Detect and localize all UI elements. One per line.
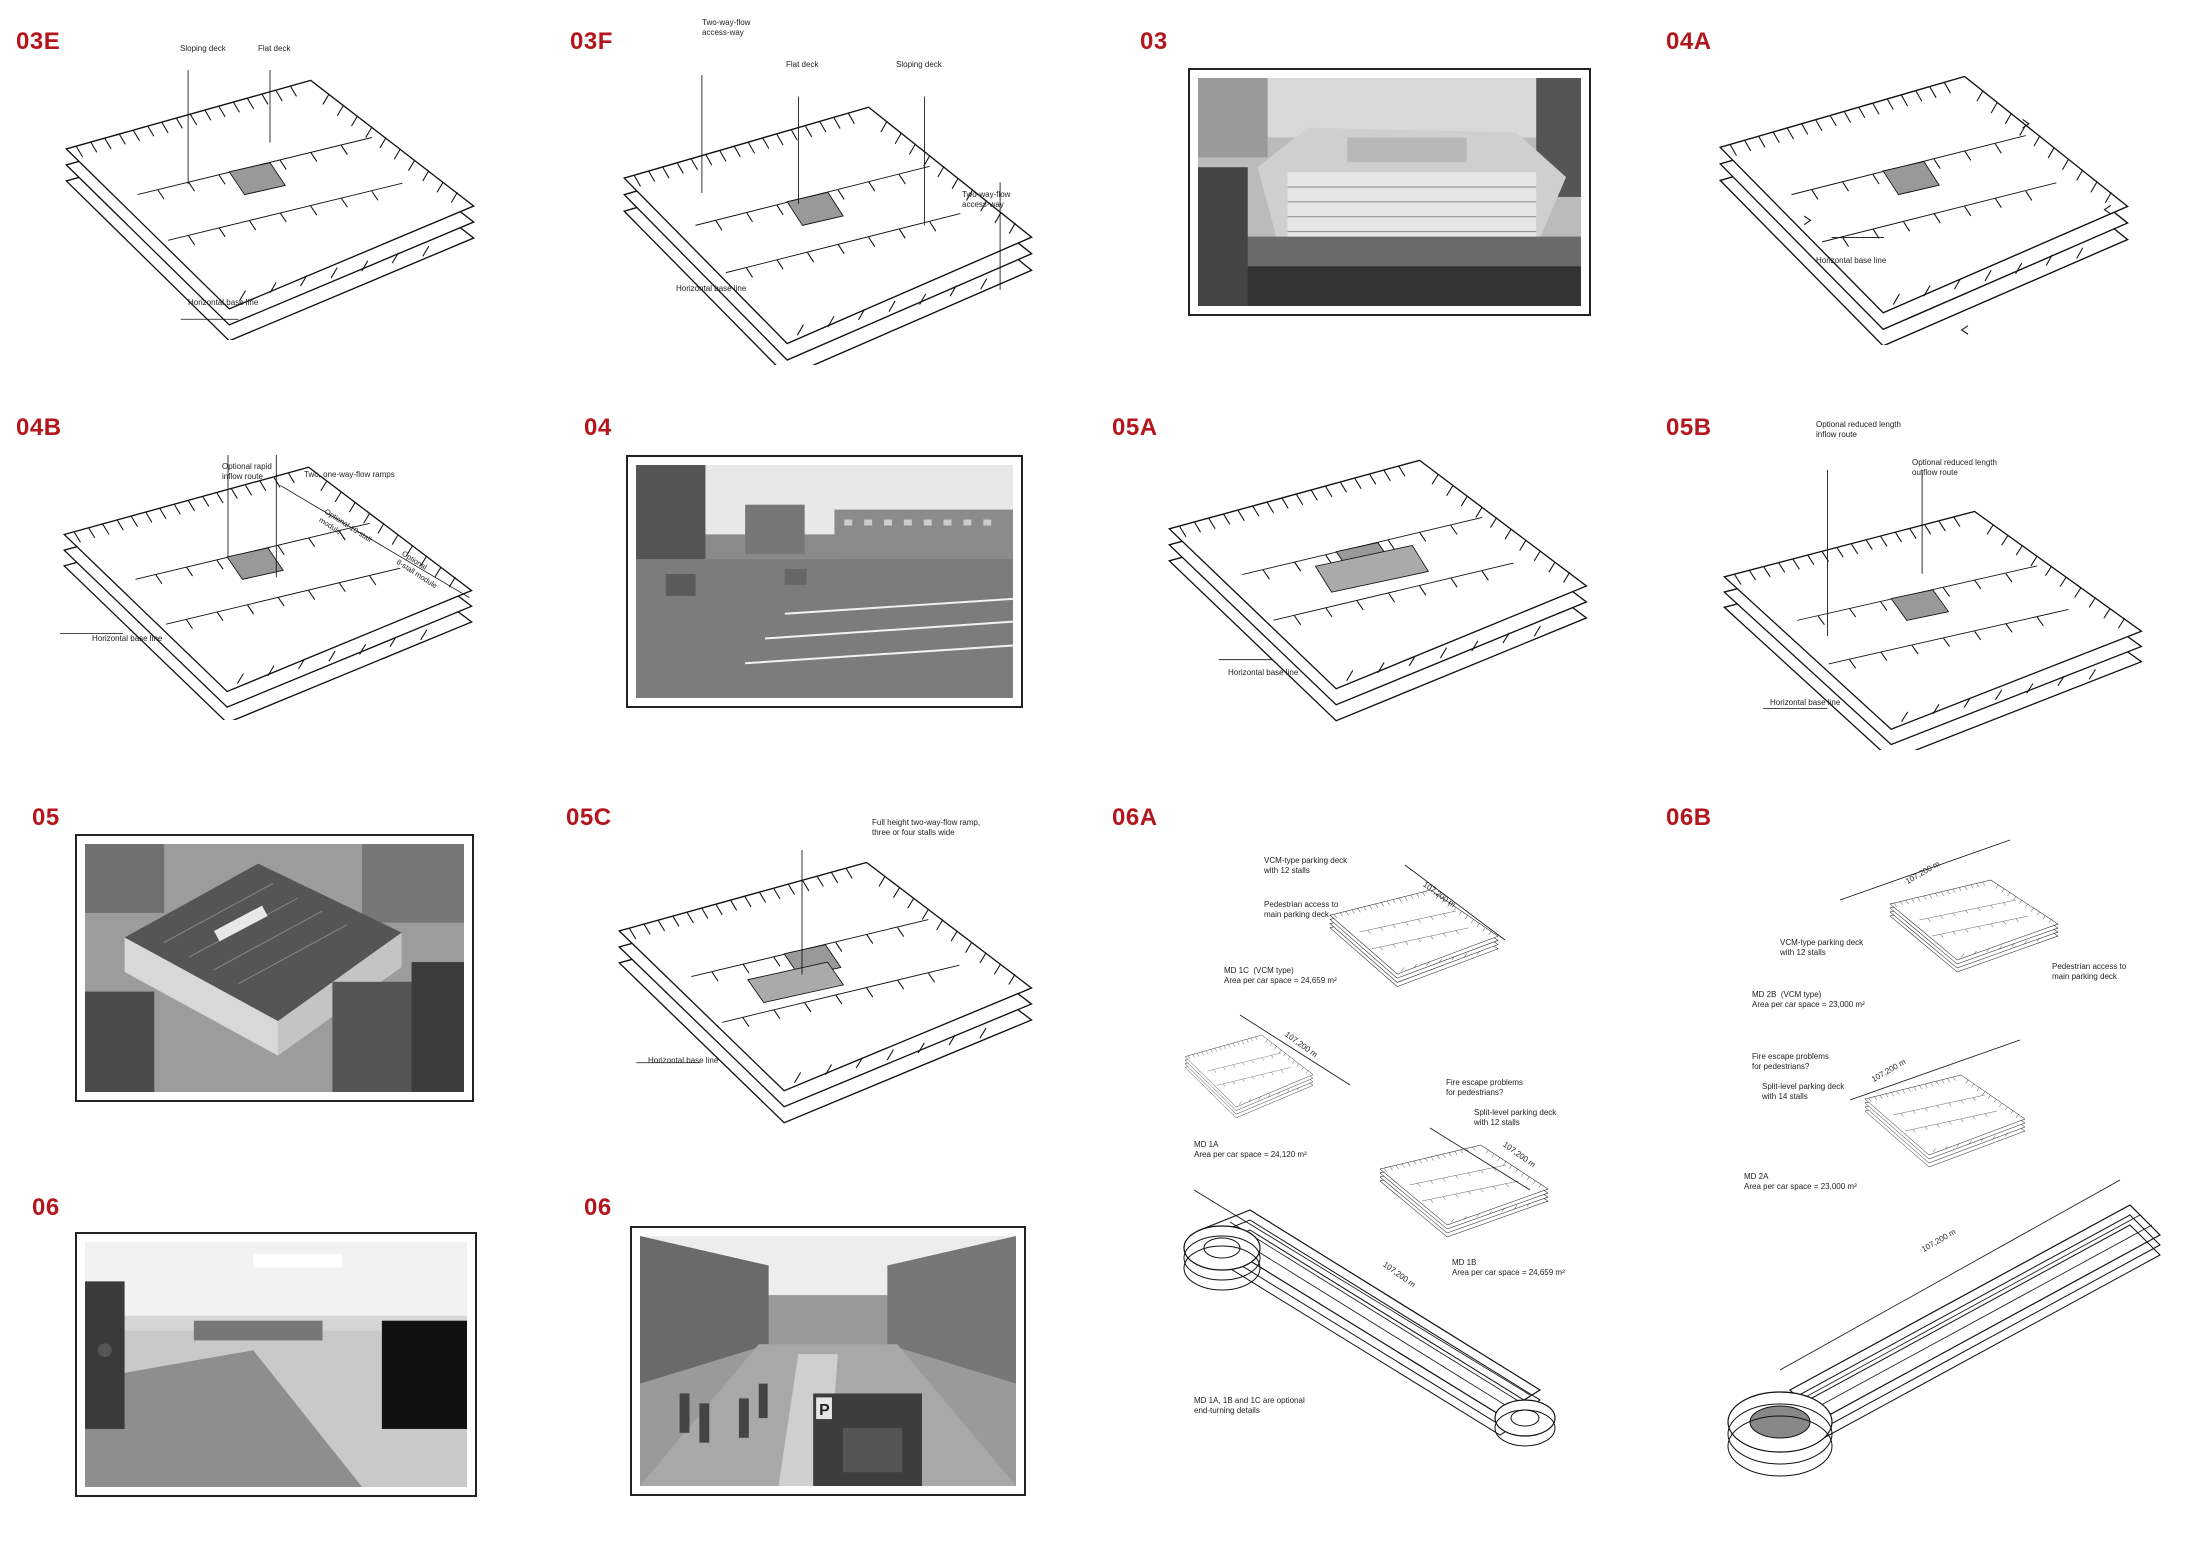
panel-label: 05 (32, 804, 60, 831)
panel-label: 04 (584, 414, 612, 441)
deck-diagram (60, 455, 480, 720)
annotation: Pedestrian access to main parking deck (1264, 900, 1339, 919)
deck-diagram (615, 850, 1040, 1125)
panel-label: 05C (566, 804, 612, 831)
annotation: Sloping deck (896, 60, 942, 69)
annotation: Fire escape problems for pedestrians? (1446, 1078, 1523, 1097)
annotation: Horizontal base line (1228, 668, 1299, 677)
annotation: Split-level parking deck with 12 stalls (1474, 1108, 1557, 1127)
panel-label: 03 (1140, 28, 1168, 55)
panel-label: 06B (1666, 804, 1712, 831)
annotation: MD 1B Area per car space = 24,659 m² (1452, 1258, 1565, 1277)
deck-diagram (60, 70, 480, 340)
parking-sign-letter: P (819, 1402, 830, 1419)
md-diagram-set (1720, 830, 2170, 1480)
md-diagram-set (1180, 830, 1630, 1480)
annotation: Optional reduced length outflow route (1912, 458, 1997, 477)
annotation: Horizontal base line (676, 284, 747, 293)
panel-label: 06 (32, 1194, 60, 1221)
panel-label: 03F (570, 28, 613, 55)
annotation: MD 1C (VCM type) Area per car space = 24… (1224, 966, 1337, 985)
annotation: VCM-type parking deck with 12 stalls (1780, 938, 1864, 957)
annotation: Fire escape problems for pedestrians? (1752, 1052, 1829, 1071)
annotation: MD 1A Area per car space = 24,120 m² (1194, 1140, 1307, 1159)
annotation: Optional rapid inflow route (222, 462, 272, 481)
annotation: Horizontal base line (92, 634, 163, 643)
annotation: Pedestrian access to main parking deck (2052, 962, 2127, 981)
annotation: Sloping deck (180, 44, 226, 53)
annotation: Optional reduced length inflow route (1816, 420, 1901, 439)
panel-label: 05A (1112, 414, 1158, 441)
photo-parking-building-aerial (1188, 68, 1591, 316)
annotation: Horizontal base line (1816, 256, 1887, 265)
photo-parking-interior (75, 1232, 477, 1497)
annotation: Flat deck (786, 60, 819, 69)
panel-label: 04B (16, 414, 62, 441)
annotation: Horizontal base line (188, 298, 259, 307)
annotation: MD 1A, 1B and 1C are optional end-turnin… (1194, 1396, 1305, 1415)
photo-street-entrance: P (630, 1226, 1026, 1496)
panel-label: 06 (584, 1194, 612, 1221)
annotation: Two, one-way-flow ramps (304, 470, 395, 479)
annotation: MD 2A Area per car space = 23,000 m² (1744, 1172, 1857, 1191)
annotation: VCM-type parking deck with 12 stalls (1264, 856, 1348, 875)
panel-label: 06A (1112, 804, 1158, 831)
deck-diagram (1720, 470, 2150, 750)
deck-diagram (1165, 452, 1595, 722)
annotation: Flat deck (258, 44, 291, 53)
panel-label: 05B (1666, 414, 1712, 441)
annotation: Split-level parking deck with 14 stalls (1762, 1082, 1845, 1101)
annotation: Horizontal base line (1770, 698, 1841, 707)
annotation: Horizontal base line (648, 1056, 719, 1065)
annotation: Two-way-flow access-way (702, 18, 751, 37)
photo-rooftop-parking (626, 455, 1023, 708)
panel-label: 03E (16, 28, 61, 55)
deck-diagram (1716, 55, 2136, 345)
annotation: Two-way-flow access-way (962, 190, 1011, 209)
deck-diagram (620, 75, 1040, 365)
annotation: MD 2B (VCM type) Area per car space = 23… (1752, 990, 1865, 1009)
annotation: Full height two-way-flow ramp, three or … (872, 818, 981, 837)
panel-label: 04A (1666, 28, 1712, 55)
photo-parking-aerial-city (75, 834, 474, 1102)
